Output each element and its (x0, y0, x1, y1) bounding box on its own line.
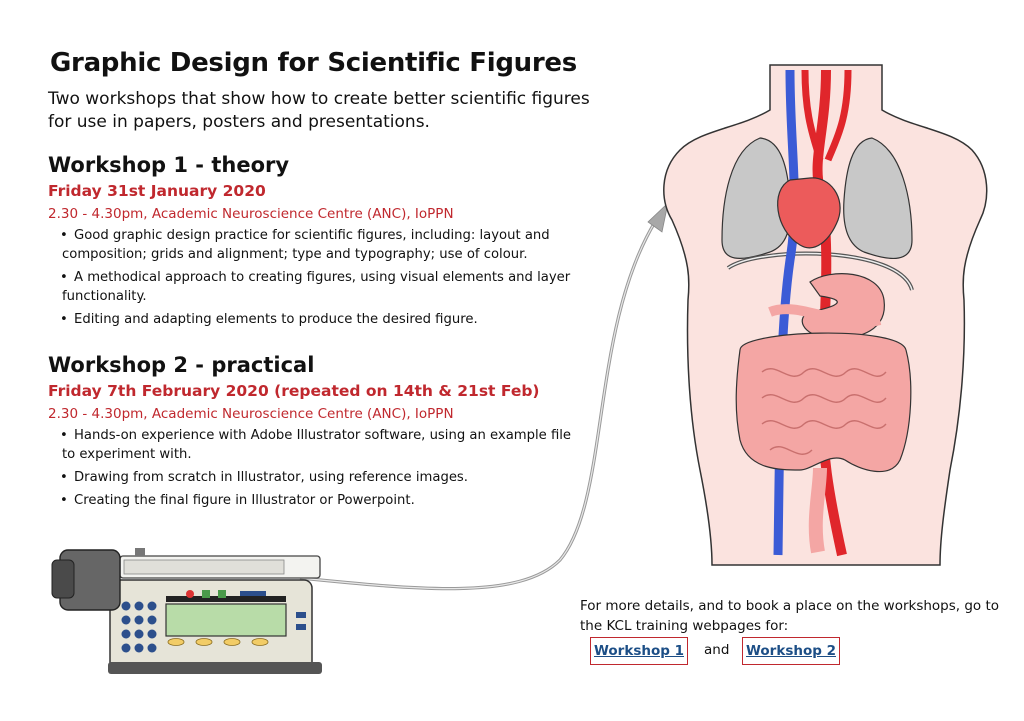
duodenum (768, 304, 882, 328)
list-item: •A methodical approach to creating figur… (60, 270, 571, 304)
rectum (808, 467, 827, 554)
list-item: •Hands-on experience with Adobe Illustra… (60, 428, 572, 462)
left-lung (721, 137, 791, 259)
workshop-2-date: Friday 7th February 2020 (repeated on 14… (48, 382, 540, 400)
list-item: •Drawing from scratch in Illustrator, us… (60, 470, 468, 485)
anatomy-torso (663, 64, 988, 566)
workshop-2-heading: Workshop 2 - practical (48, 353, 315, 377)
booking-details-text: For more details, and to book a place on… (580, 598, 1000, 634)
intro-text: Two workshops that show how to create be… (48, 89, 590, 132)
list-item: •Creating the final figure in Illustrato… (60, 493, 415, 508)
list-item: •Editing and adapting elements to produc… (60, 312, 478, 327)
workshop-2-bullets: •Hands-on experience with Adobe Illustra… (48, 426, 578, 510)
tube-arrowhead (647, 201, 669, 233)
workshop-2-venue: 2.30 - 4.30pm, Academic Neuroscience Cen… (48, 406, 454, 422)
workshop-1-heading: Workshop 1 - theory (48, 153, 290, 177)
list-item: •Good graphic design practice for scient… (60, 228, 550, 262)
page-title: Graphic Design for Scientific Figures (50, 48, 577, 78)
heart (777, 177, 841, 249)
small-intestine (761, 368, 887, 455)
workshop-1-date: Friday 31st January 2020 (48, 182, 266, 200)
right-lung (843, 137, 913, 259)
pump-keypad (121, 601, 157, 653)
and-text: and (704, 642, 730, 658)
syringe-pump (51, 548, 322, 674)
workshop-1-bullets: •Good graphic design practice for scient… (48, 226, 578, 329)
workshop-1-section: Workshop 1 - theory Friday 31st January … (48, 152, 578, 333)
workshop-2-link[interactable]: Workshop 2 (742, 637, 840, 665)
workshop-1-link[interactable]: Workshop 1 (590, 637, 688, 665)
large-intestine (735, 332, 912, 473)
workshop-2-section: Workshop 2 - practical Friday 7th Februa… (48, 352, 578, 514)
infusion-tube-highlight (299, 221, 656, 590)
pump-screen (165, 603, 287, 637)
workshop-1-venue: 2.30 - 4.30pm, Academic Neuroscience Cen… (48, 206, 454, 222)
